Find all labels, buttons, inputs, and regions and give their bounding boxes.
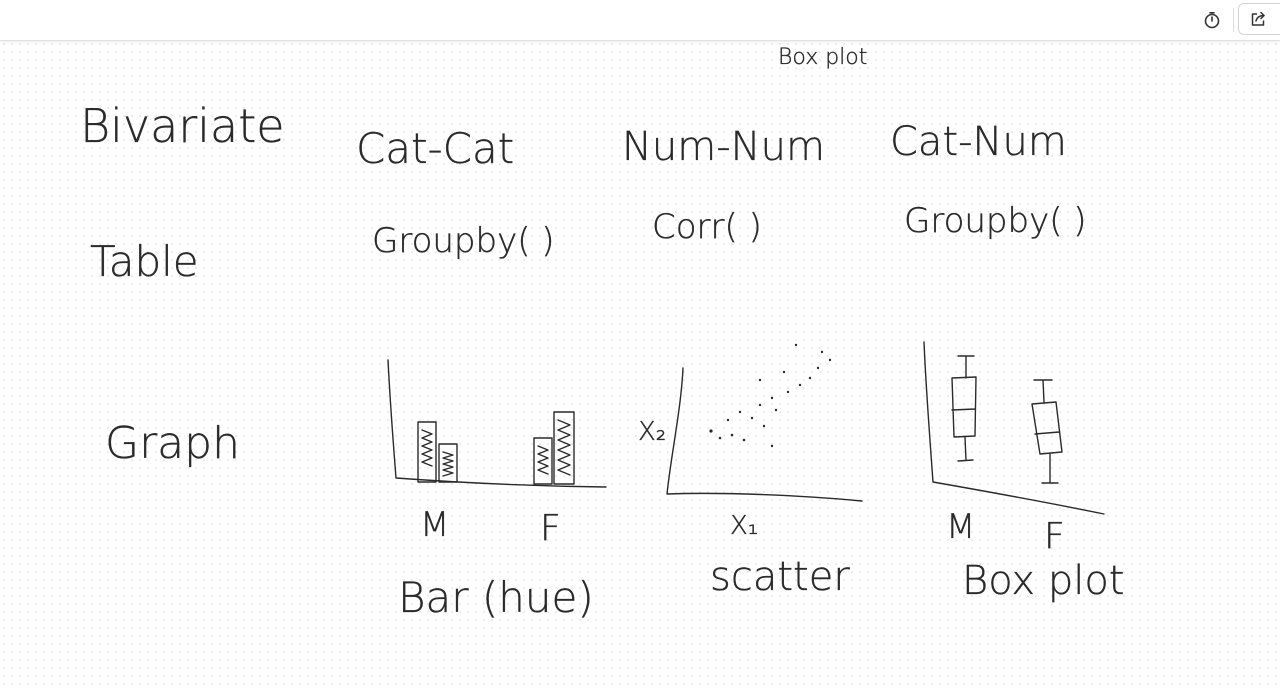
bar-m-2: [438, 443, 458, 483]
bar-f-2: [553, 411, 575, 485]
scatter-sketch-axes: [666, 367, 863, 502]
bar-f-1: [533, 437, 553, 485]
box-m: [951, 355, 977, 462]
bar-f-1-hatch: [537, 445, 549, 475]
bar-m-1: [417, 421, 437, 483]
top-toolbar: [0, 0, 1280, 41]
bar-m-1-hatch: [421, 429, 433, 467]
stopwatch-icon: [1204, 11, 1220, 29]
bar-caption: Bar (hue): [398, 573, 594, 622]
timer-button[interactable]: [1199, 8, 1225, 32]
table-func-groupby-2: Groupby( ): [904, 201, 1087, 241]
box-label-m: M: [946, 507, 975, 547]
column-num-num: Num-Num: [622, 124, 825, 170]
scatter-x-label: X₁: [730, 511, 758, 541]
scatter-y-label: X₂: [638, 417, 666, 447]
table-func-corr: Corr( ): [652, 207, 762, 247]
note-box-plot: Box plot: [778, 45, 867, 70]
box-label-f: F: [1044, 516, 1065, 557]
title-bivariate: Bivariate: [80, 99, 285, 153]
share-button[interactable]: [1238, 3, 1280, 35]
bar-label-f: F: [540, 508, 561, 549]
scatter-caption: scatter: [710, 554, 850, 600]
column-cat-cat: Cat-Cat: [356, 124, 514, 173]
box-sketch-axes: [923, 341, 1105, 515]
bar-f-2-hatch: [557, 419, 571, 476]
scatter-sketch: X₂ X₁ scatter: [638, 343, 863, 600]
box-caption: Box plot: [962, 558, 1124, 604]
bar-sketch: M F Bar (hue): [387, 359, 607, 622]
scatter-points: [709, 343, 832, 448]
row-label-graph: Graph: [105, 418, 240, 469]
bar-m-2-hatch: [442, 451, 454, 477]
share-icon: [1251, 11, 1265, 26]
box-f: [1031, 379, 1063, 484]
column-cat-num: Cat-Num: [890, 119, 1067, 165]
bar-label-m: M: [420, 505, 449, 545]
table-func-groupby-1: Groupby( ): [372, 221, 555, 261]
toolbar-divider: [1233, 8, 1234, 32]
box-sketch: M F Box plot: [923, 341, 1125, 604]
row-label-table: Table: [90, 237, 199, 286]
bar-sketch-axes: [387, 359, 607, 488]
